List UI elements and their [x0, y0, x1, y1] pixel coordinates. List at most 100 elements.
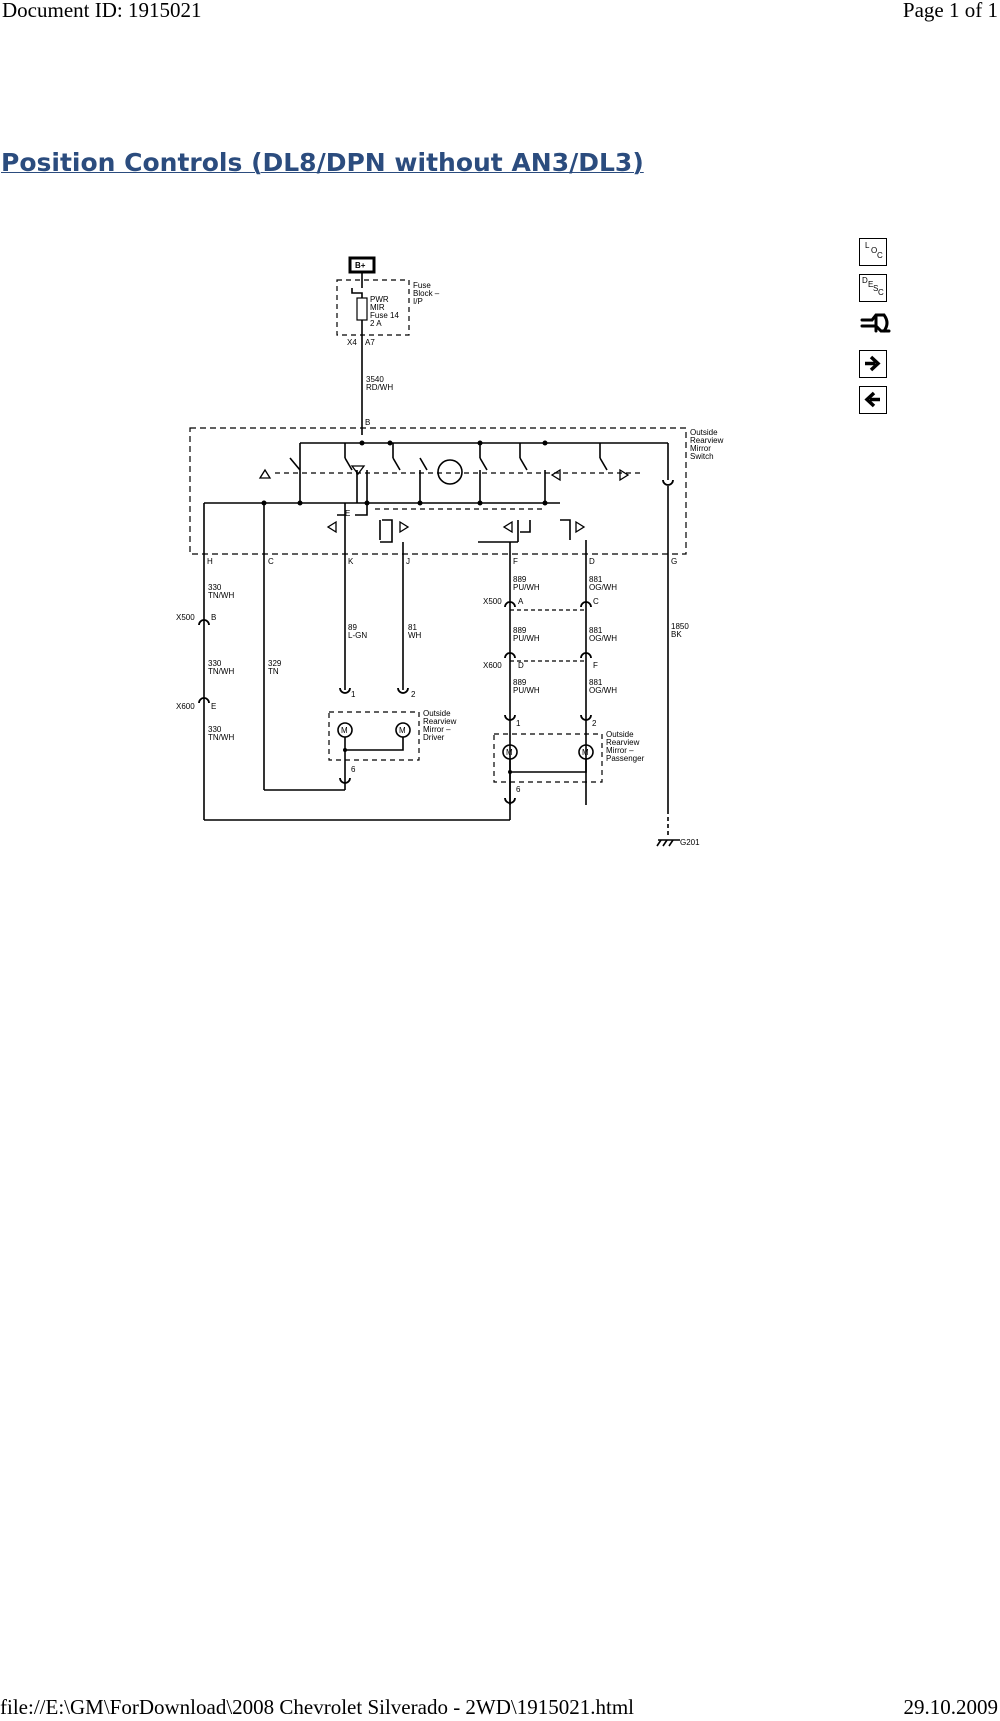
desc-letter-s: S	[873, 284, 879, 293]
driver-label-3: Mirror –	[423, 725, 451, 734]
driver-label-4: Driver	[423, 733, 445, 742]
switch-label-4: Switch	[690, 452, 714, 461]
passenger-motor-2: M	[582, 748, 589, 757]
arrow-left-glyph	[864, 391, 880, 408]
passenger-motor-1: M	[506, 748, 513, 757]
fuse-symbol	[356, 297, 368, 321]
driver-label-2: Rearview	[423, 717, 457, 726]
fuse-block-label-2: Block –	[413, 289, 440, 298]
fuse-block-label-1: Fuse	[413, 281, 431, 290]
x600-pin-f: F	[593, 661, 598, 670]
wire-89-num: 89	[348, 623, 357, 632]
arrow-right-icon[interactable]	[859, 350, 887, 378]
pin-d: D	[589, 557, 595, 566]
file-path: file://E:\GM\ForDownload\2008 Chevrolet …	[0, 1695, 635, 1719]
wire-330-a-num: 330	[208, 583, 222, 592]
pin-h: H	[207, 557, 213, 566]
wire-329-color: TN	[268, 667, 279, 676]
switch-label-1: Outside	[690, 428, 718, 437]
driver-pin-6: 6	[351, 765, 356, 774]
wire-881-a-color: OG/WH	[589, 583, 617, 592]
wiring-diagram: B+ Fuse Block – I/P PWR MIR Fuse 14 2 A …	[176, 256, 724, 847]
fuse-label-3: Fuse 14	[370, 311, 399, 320]
wire-1850-color: BK	[671, 630, 682, 639]
wire-889-c-num: 889	[513, 678, 527, 687]
pin-g: G	[671, 557, 677, 566]
wire-889-c-color: PU/WH	[513, 686, 540, 695]
passenger-pin-1: 1	[516, 719, 521, 728]
x500-pin-c: C	[593, 597, 599, 606]
power-label: B+	[355, 261, 366, 270]
wire-889-b-color: PU/WH	[513, 634, 540, 643]
wire-3540-color: RD/WH	[366, 383, 393, 392]
fuse-pin-a7: A7	[365, 338, 375, 347]
passenger-label-4: Passenger	[606, 754, 645, 763]
x600-pin-e: E	[211, 702, 216, 711]
driver-mirror-outline	[328, 711, 420, 761]
x600-left-label: X600	[176, 702, 195, 711]
x500-right-label: X500	[483, 597, 502, 606]
fuse-block-label-3: I/P	[413, 297, 423, 306]
driver-label-1: Outside	[423, 709, 451, 718]
driver-pin-2: 2	[411, 690, 416, 699]
desc-icon[interactable]: D E S C	[859, 274, 887, 302]
pin-j: J	[406, 557, 410, 566]
wire-330-b-color: TN/WH	[208, 667, 234, 676]
passenger-label-2: Rearview	[606, 738, 640, 747]
document-id: Document ID: 1915021	[2, 0, 202, 22]
desc-letter-c: C	[878, 288, 884, 297]
wire-889-b-num: 889	[513, 626, 527, 635]
wire-329-num: 329	[268, 659, 282, 668]
fuse-label-2: MIR	[370, 303, 385, 312]
wire-81-color: WH	[408, 631, 422, 640]
connector-glyph	[860, 313, 891, 333]
passenger-pin-6: 6	[516, 785, 521, 794]
page-title: Position Controls (DL8/DPN without AN3/D…	[1, 148, 644, 177]
switch-label-3: Mirror	[690, 444, 711, 453]
passenger-label-1: Outside	[606, 730, 634, 739]
desc-letter-e: E	[868, 280, 874, 289]
wire-1850-num: 1850	[671, 622, 689, 631]
arrow-left-icon[interactable]	[859, 386, 887, 414]
fuse-label-4: 2 A	[370, 319, 382, 328]
loc-letter-o: O	[871, 246, 878, 255]
wire-330-c-color: TN/WH	[208, 733, 234, 742]
connector-icon[interactable]	[859, 310, 893, 340]
wire-3540-num: 3540	[366, 375, 384, 384]
desc-letter-d: D	[862, 276, 868, 285]
passenger-label-3: Mirror –	[606, 746, 634, 755]
wire-881-a-num: 881	[589, 575, 603, 584]
loc-letter-c: C	[877, 251, 883, 260]
x500-pin-a: A	[518, 597, 524, 606]
arrow-right-glyph	[865, 355, 881, 372]
pin-c: C	[268, 557, 274, 566]
driver-motor-2: M	[399, 726, 406, 735]
passenger-pin-2: 2	[592, 719, 597, 728]
wire-330-a-color: TN/WH	[208, 591, 234, 600]
wire-881-b-num: 881	[589, 626, 603, 635]
loc-icon[interactable]: L O C	[859, 238, 887, 266]
wire-81-num: 81	[408, 623, 417, 632]
ground-label: G201	[680, 838, 700, 847]
page-number: Page 1 of 1	[902, 0, 998, 22]
fuse-label-1: PWR	[370, 295, 389, 304]
pin-f: F	[513, 557, 518, 566]
x600-right-label: X600	[483, 661, 502, 670]
wire-330-c-num: 330	[208, 725, 222, 734]
wire-889-a-num: 889	[513, 575, 527, 584]
switch-pin-b: B	[365, 418, 370, 427]
x500-pin-b: B	[211, 613, 216, 622]
driver-motor-1: M	[341, 726, 348, 735]
wire-330-b-num: 330	[208, 659, 222, 668]
fuse-pin-x4: X4	[347, 338, 357, 347]
wire-881-b-color: OG/WH	[589, 634, 617, 643]
loc-letter-l: L	[865, 241, 870, 250]
wire-89-color: L-GN	[348, 631, 367, 640]
passenger-mirror-outline	[493, 733, 603, 783]
wire-889-a-color: PU/WH	[513, 583, 540, 592]
pin-k: K	[348, 557, 354, 566]
x500-left-label: X500	[176, 613, 195, 622]
wire-881-c-color: OG/WH	[589, 686, 617, 695]
x600-pin-d: D	[518, 661, 524, 670]
wire-881-c-num: 881	[589, 678, 603, 687]
